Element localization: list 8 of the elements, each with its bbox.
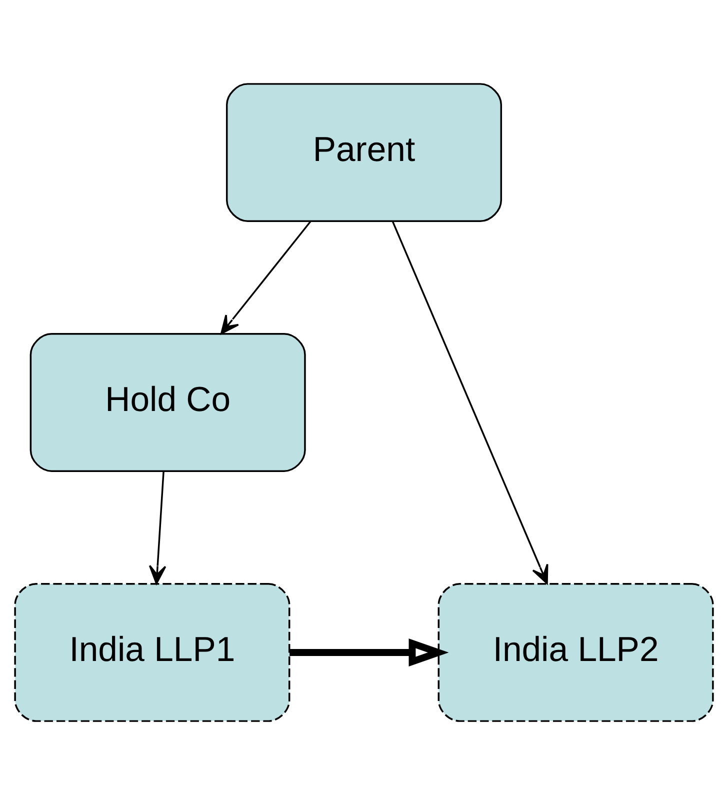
arrow bbox=[220, 221, 312, 334]
node-box: India LLP1 bbox=[14, 583, 290, 722]
arrow bbox=[148, 472, 166, 584]
node-box: India LLP2 bbox=[438, 583, 714, 722]
node-box: Parent bbox=[226, 83, 502, 222]
arrow bbox=[392, 220, 548, 584]
arrow bbox=[290, 638, 449, 666]
node-box: Hold Co bbox=[30, 333, 306, 472]
